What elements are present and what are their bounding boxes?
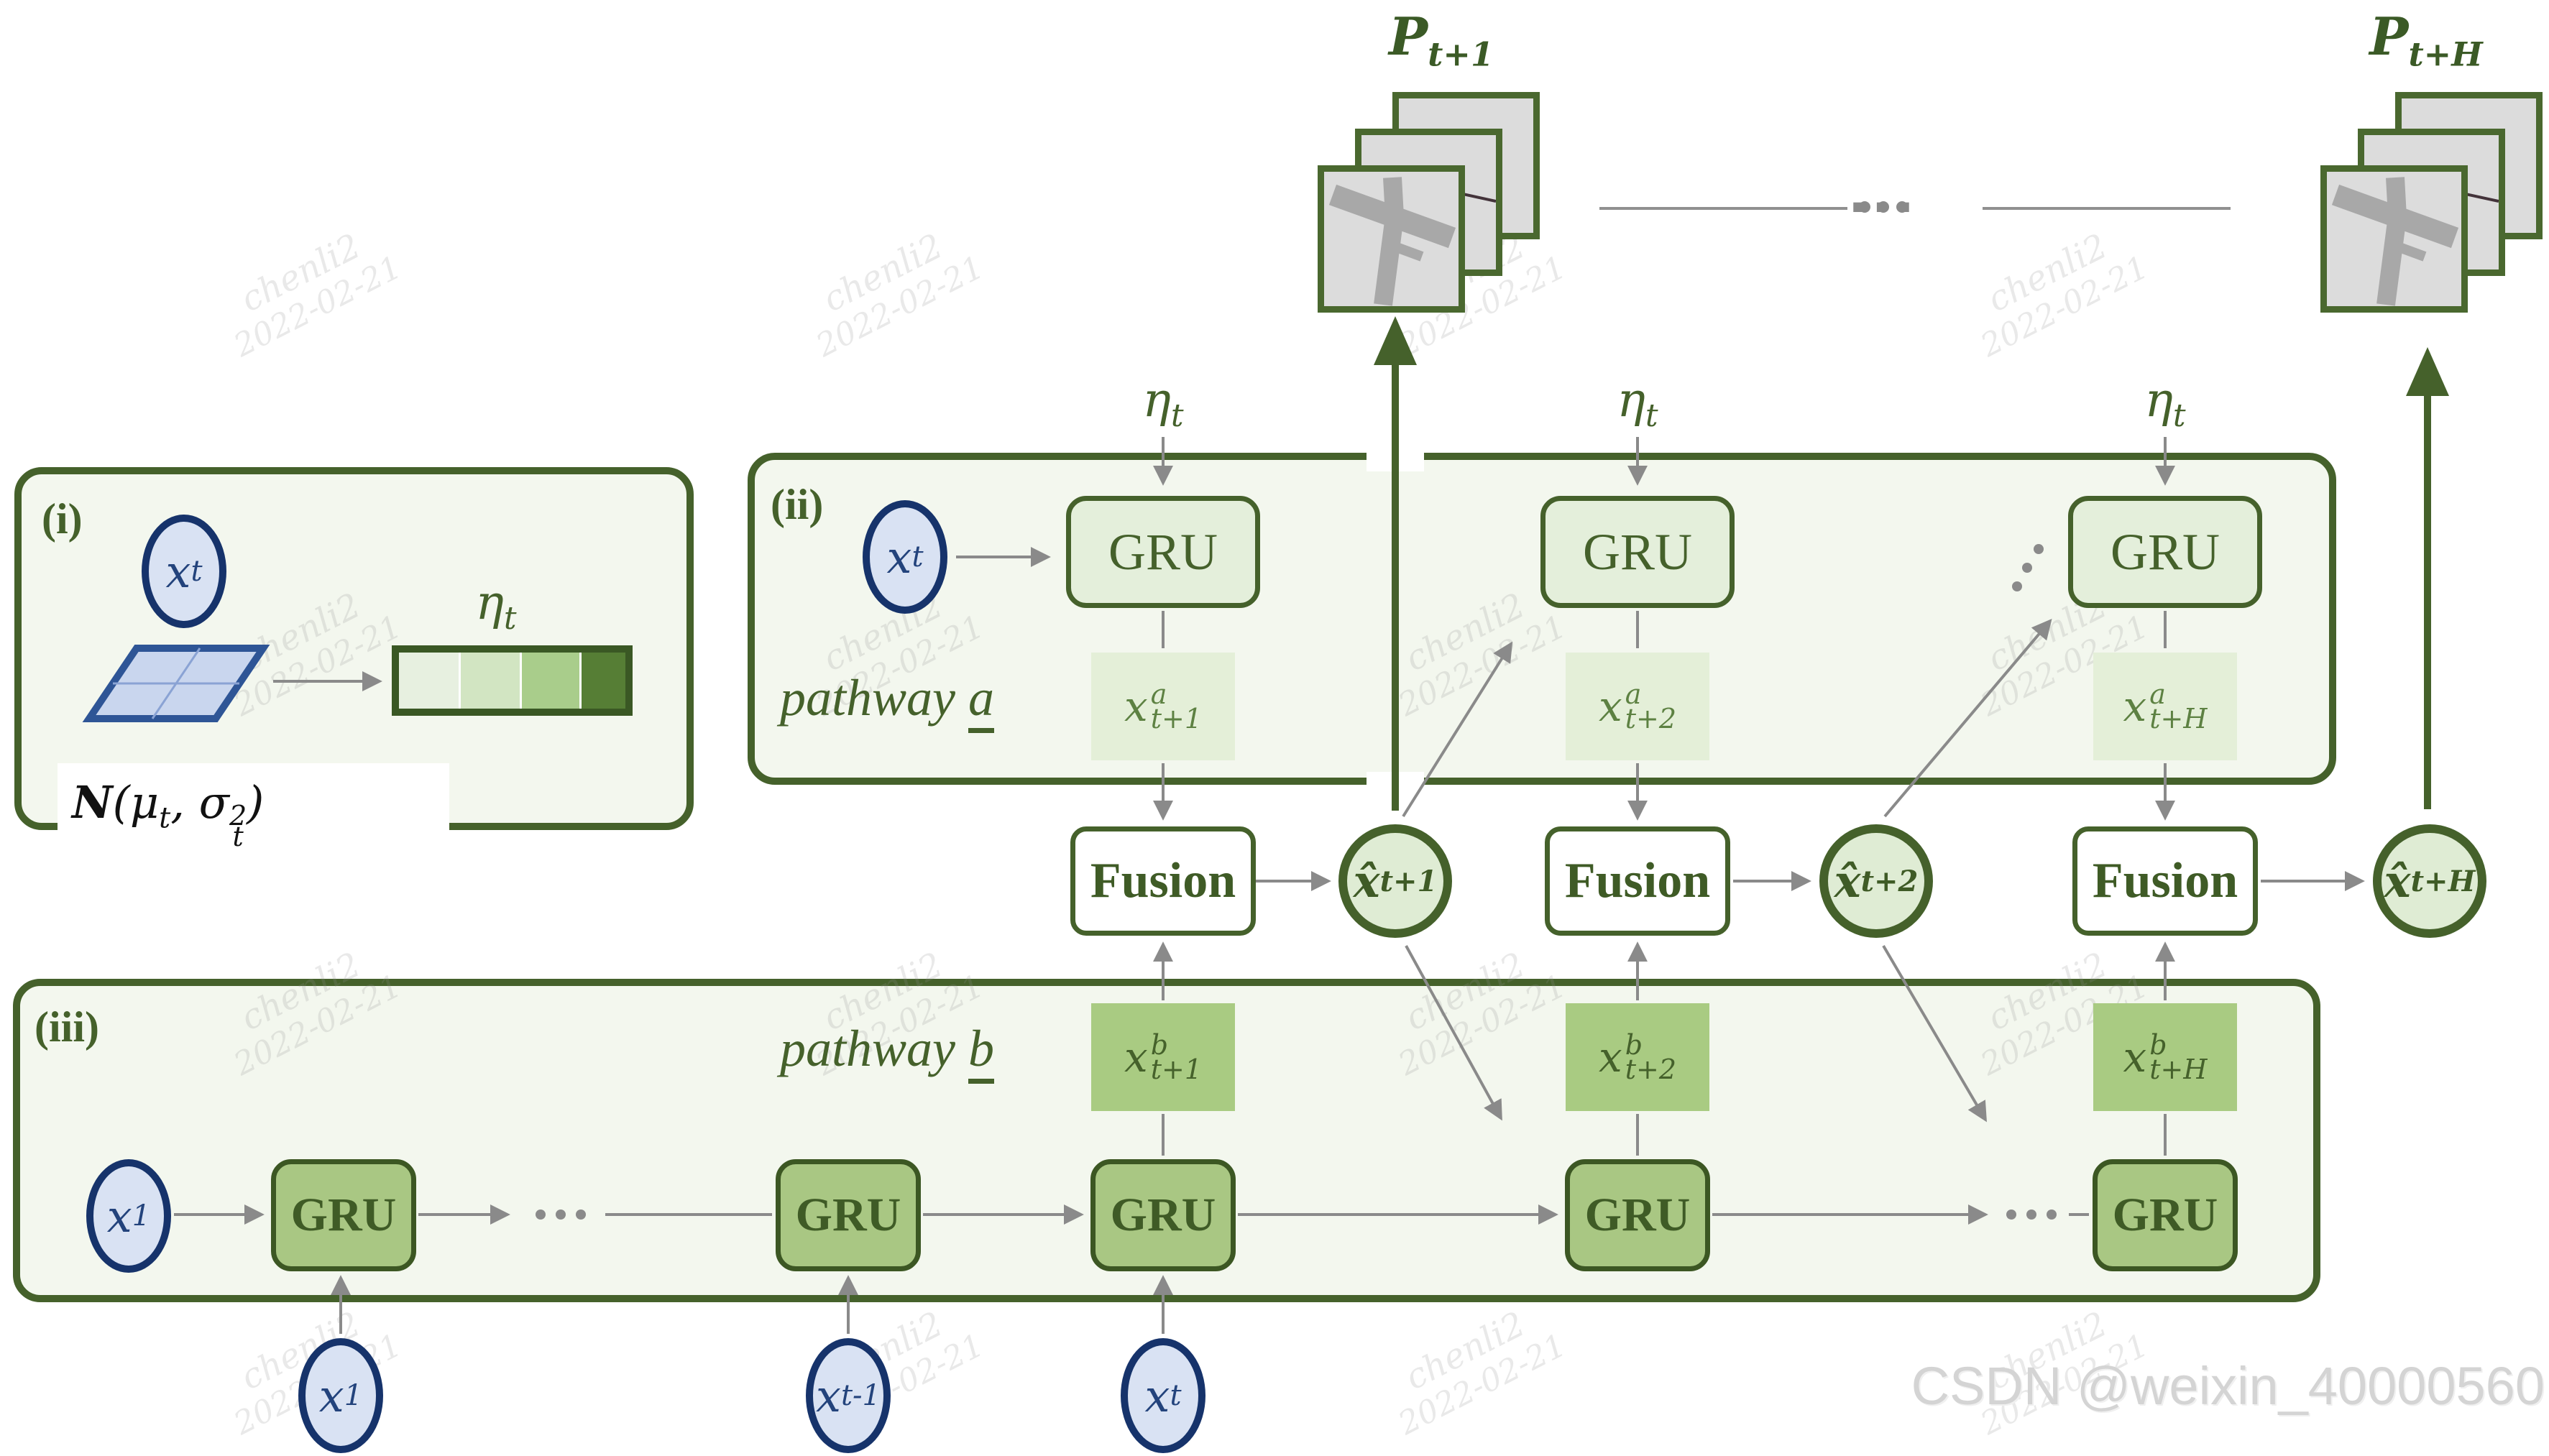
map-frame-front <box>2320 165 2468 313</box>
panel-i-tag: (i) <box>42 495 83 543</box>
eta-label: ηt <box>1142 372 1184 435</box>
ellipsis-icon <box>536 201 2057 1220</box>
gradient-segment-1 <box>399 653 459 709</box>
panel-ii-tag: (ii) <box>771 481 824 528</box>
gru-cell-pathway-a-t1: GRU <box>1066 496 1260 608</box>
road-map-icon <box>2331 177 2459 306</box>
pathway-a-label: pathway a <box>780 668 994 733</box>
gradient-segment-3 <box>522 653 579 709</box>
timeline-ellipsis: ··· <box>1848 178 1919 237</box>
fusion-module-t1: Fusion <box>1070 826 1256 936</box>
prediction-output-arrow-t1 <box>1374 316 1417 811</box>
label-backplate <box>58 763 449 857</box>
eta-label: ηt <box>2144 372 2186 435</box>
prediction-node-xhat-t2: x̂t+2 <box>1819 824 1933 938</box>
gray-arrows <box>174 437 2365 1334</box>
map-frame-front <box>1318 165 1465 313</box>
diagonal-ellipsis-icon <box>2012 544 2044 591</box>
gru-cell-pathway-a-tH: GRU <box>2068 496 2262 608</box>
eta-label: ηt <box>1617 372 1658 435</box>
gru-cell-pathway-b-2: GRU <box>776 1159 921 1271</box>
gru-cell-pathway-b-1: GRU <box>271 1159 416 1271</box>
prediction-maps-label-tH: Pt+H <box>2369 6 2483 74</box>
gru-cell-pathway-a-t2: GRU <box>1540 496 1735 608</box>
road-map-icon <box>1328 177 1456 306</box>
grid-parallelogram-icon <box>82 645 270 722</box>
pathway-b-label: pathway b <box>780 1019 994 1084</box>
eta-label: ηt <box>475 575 517 637</box>
eta-gradient-bar <box>392 645 633 716</box>
prediction-node-xhat-t1: x̂t+1 <box>1338 824 1452 938</box>
fusion-module-t2: Fusion <box>1545 826 1730 936</box>
gru-cell-pathway-b-3: GRU <box>1090 1159 1236 1271</box>
gradient-segment-4 <box>581 653 626 709</box>
gradient-segment-2 <box>460 653 520 709</box>
gru-cell-pathway-b-4: GRU <box>1565 1159 1710 1271</box>
fusion-module-tH: Fusion <box>2072 826 2258 936</box>
csdn-watermark: CSDN @weixin_40000560 <box>1911 1356 2545 1416</box>
panel-iii-tag: (iii) <box>35 1003 99 1051</box>
prediction-output-arrow-tH <box>2406 347 2449 809</box>
prediction-maps-label-t1: Pt+1 <box>1389 6 1494 74</box>
gru-cell-pathway-b-5: GRU <box>2093 1159 2238 1271</box>
prediction-node-xhat-tH: x̂t+H <box>2373 824 2486 938</box>
